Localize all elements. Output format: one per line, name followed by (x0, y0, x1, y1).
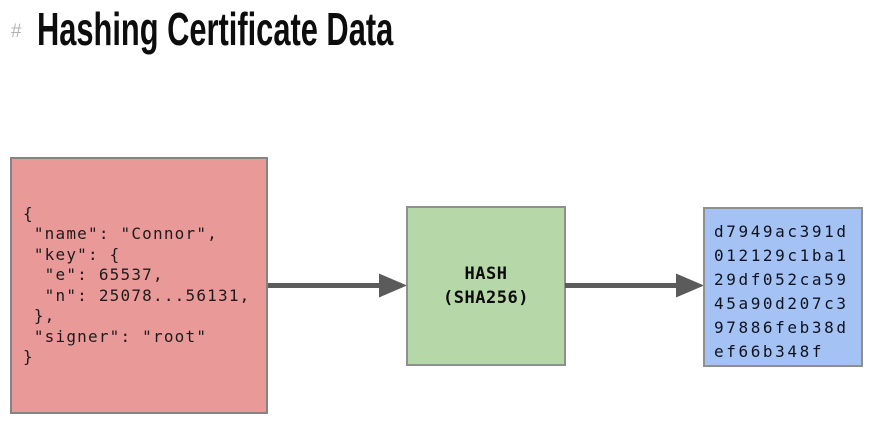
hash-function-box: HASH (SHA256) (406, 206, 566, 366)
certificate-json-text: { "name": "Connor", "key": { "e": 65537,… (23, 203, 251, 367)
hash-function-algorithm: (SHA256) (443, 288, 529, 308)
arrow-right-icon (565, 273, 704, 298)
page-title: Hashing Certificate Data (37, 3, 394, 55)
hash-function-name: HASH (464, 264, 508, 284)
hash-output-box: d7949ac391d 012129c1ba1 29df052ca59 45a9… (703, 207, 863, 367)
arrow-right-icon (268, 273, 407, 298)
certificate-json-box: { "name": "Connor", "key": { "e": 65537,… (10, 157, 268, 414)
heading-hash-marker: # (11, 21, 22, 42)
hash-output-text: d7949ac391d 012129c1ba1 29df052ca59 45a9… (714, 222, 849, 361)
